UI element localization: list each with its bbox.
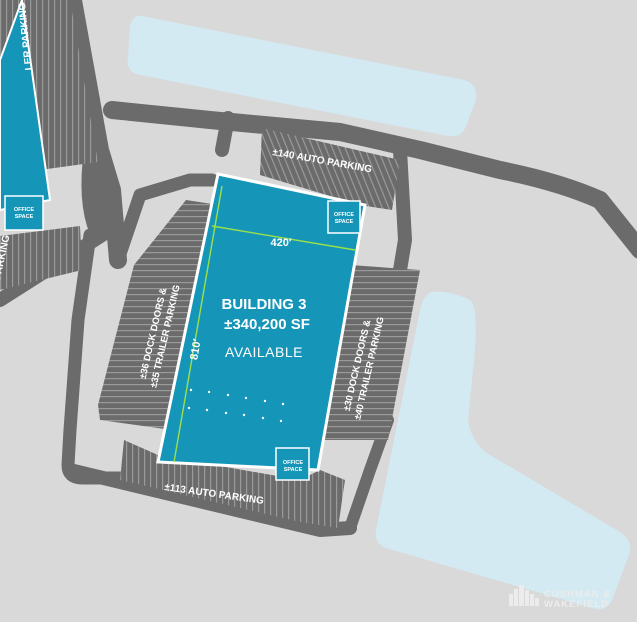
office-bottom-line2: SPACE [284,467,303,473]
building-status: AVAILABLE [225,344,303,360]
watermark-line1: CUSHMAN & [544,589,611,600]
office-bottom-line1: OFFICE [283,460,303,466]
neighbor-office-line1: OFFICE [14,207,34,213]
cushman-wakefield-watermark: CUSHMAN & WAKEFIELD [509,585,611,610]
building-3[interactable]: 420′ 810′ BUILDING 3 ±340,200 SF AVAILAB… [156,172,367,481]
neighbor-office-box [4,195,44,231]
office-top-line2: SPACE [335,219,354,225]
office-top-line1: OFFICE [334,212,354,218]
length-dimension-label: 810′ [188,338,204,361]
length-dimension-line [173,185,223,463]
neighbor-building: OFFICE SPACE LER PARKING PARKING [0,0,52,281]
dock-door-markers [187,388,285,423]
parking-neighbor-bottom [0,226,82,290]
office-space-bottom[interactable] [275,447,310,481]
neighbor-office-line2: SPACE [15,214,34,220]
watermark-line2: WAKEFIELD [544,599,609,610]
parking-north-auto [260,128,400,210]
pond-north [127,15,477,137]
width-dimension-line [211,225,356,251]
pond-east [375,291,631,609]
parking-west-trailer [98,200,212,430]
width-dimension-label: 420′ [271,237,292,249]
building-title: BUILDING 3 [221,296,306,313]
city-skyline-icon [509,585,539,606]
building-3-footprint[interactable] [156,172,367,472]
office-space-top[interactable] [327,200,361,234]
building-area: ±340,200 SF [224,316,310,333]
